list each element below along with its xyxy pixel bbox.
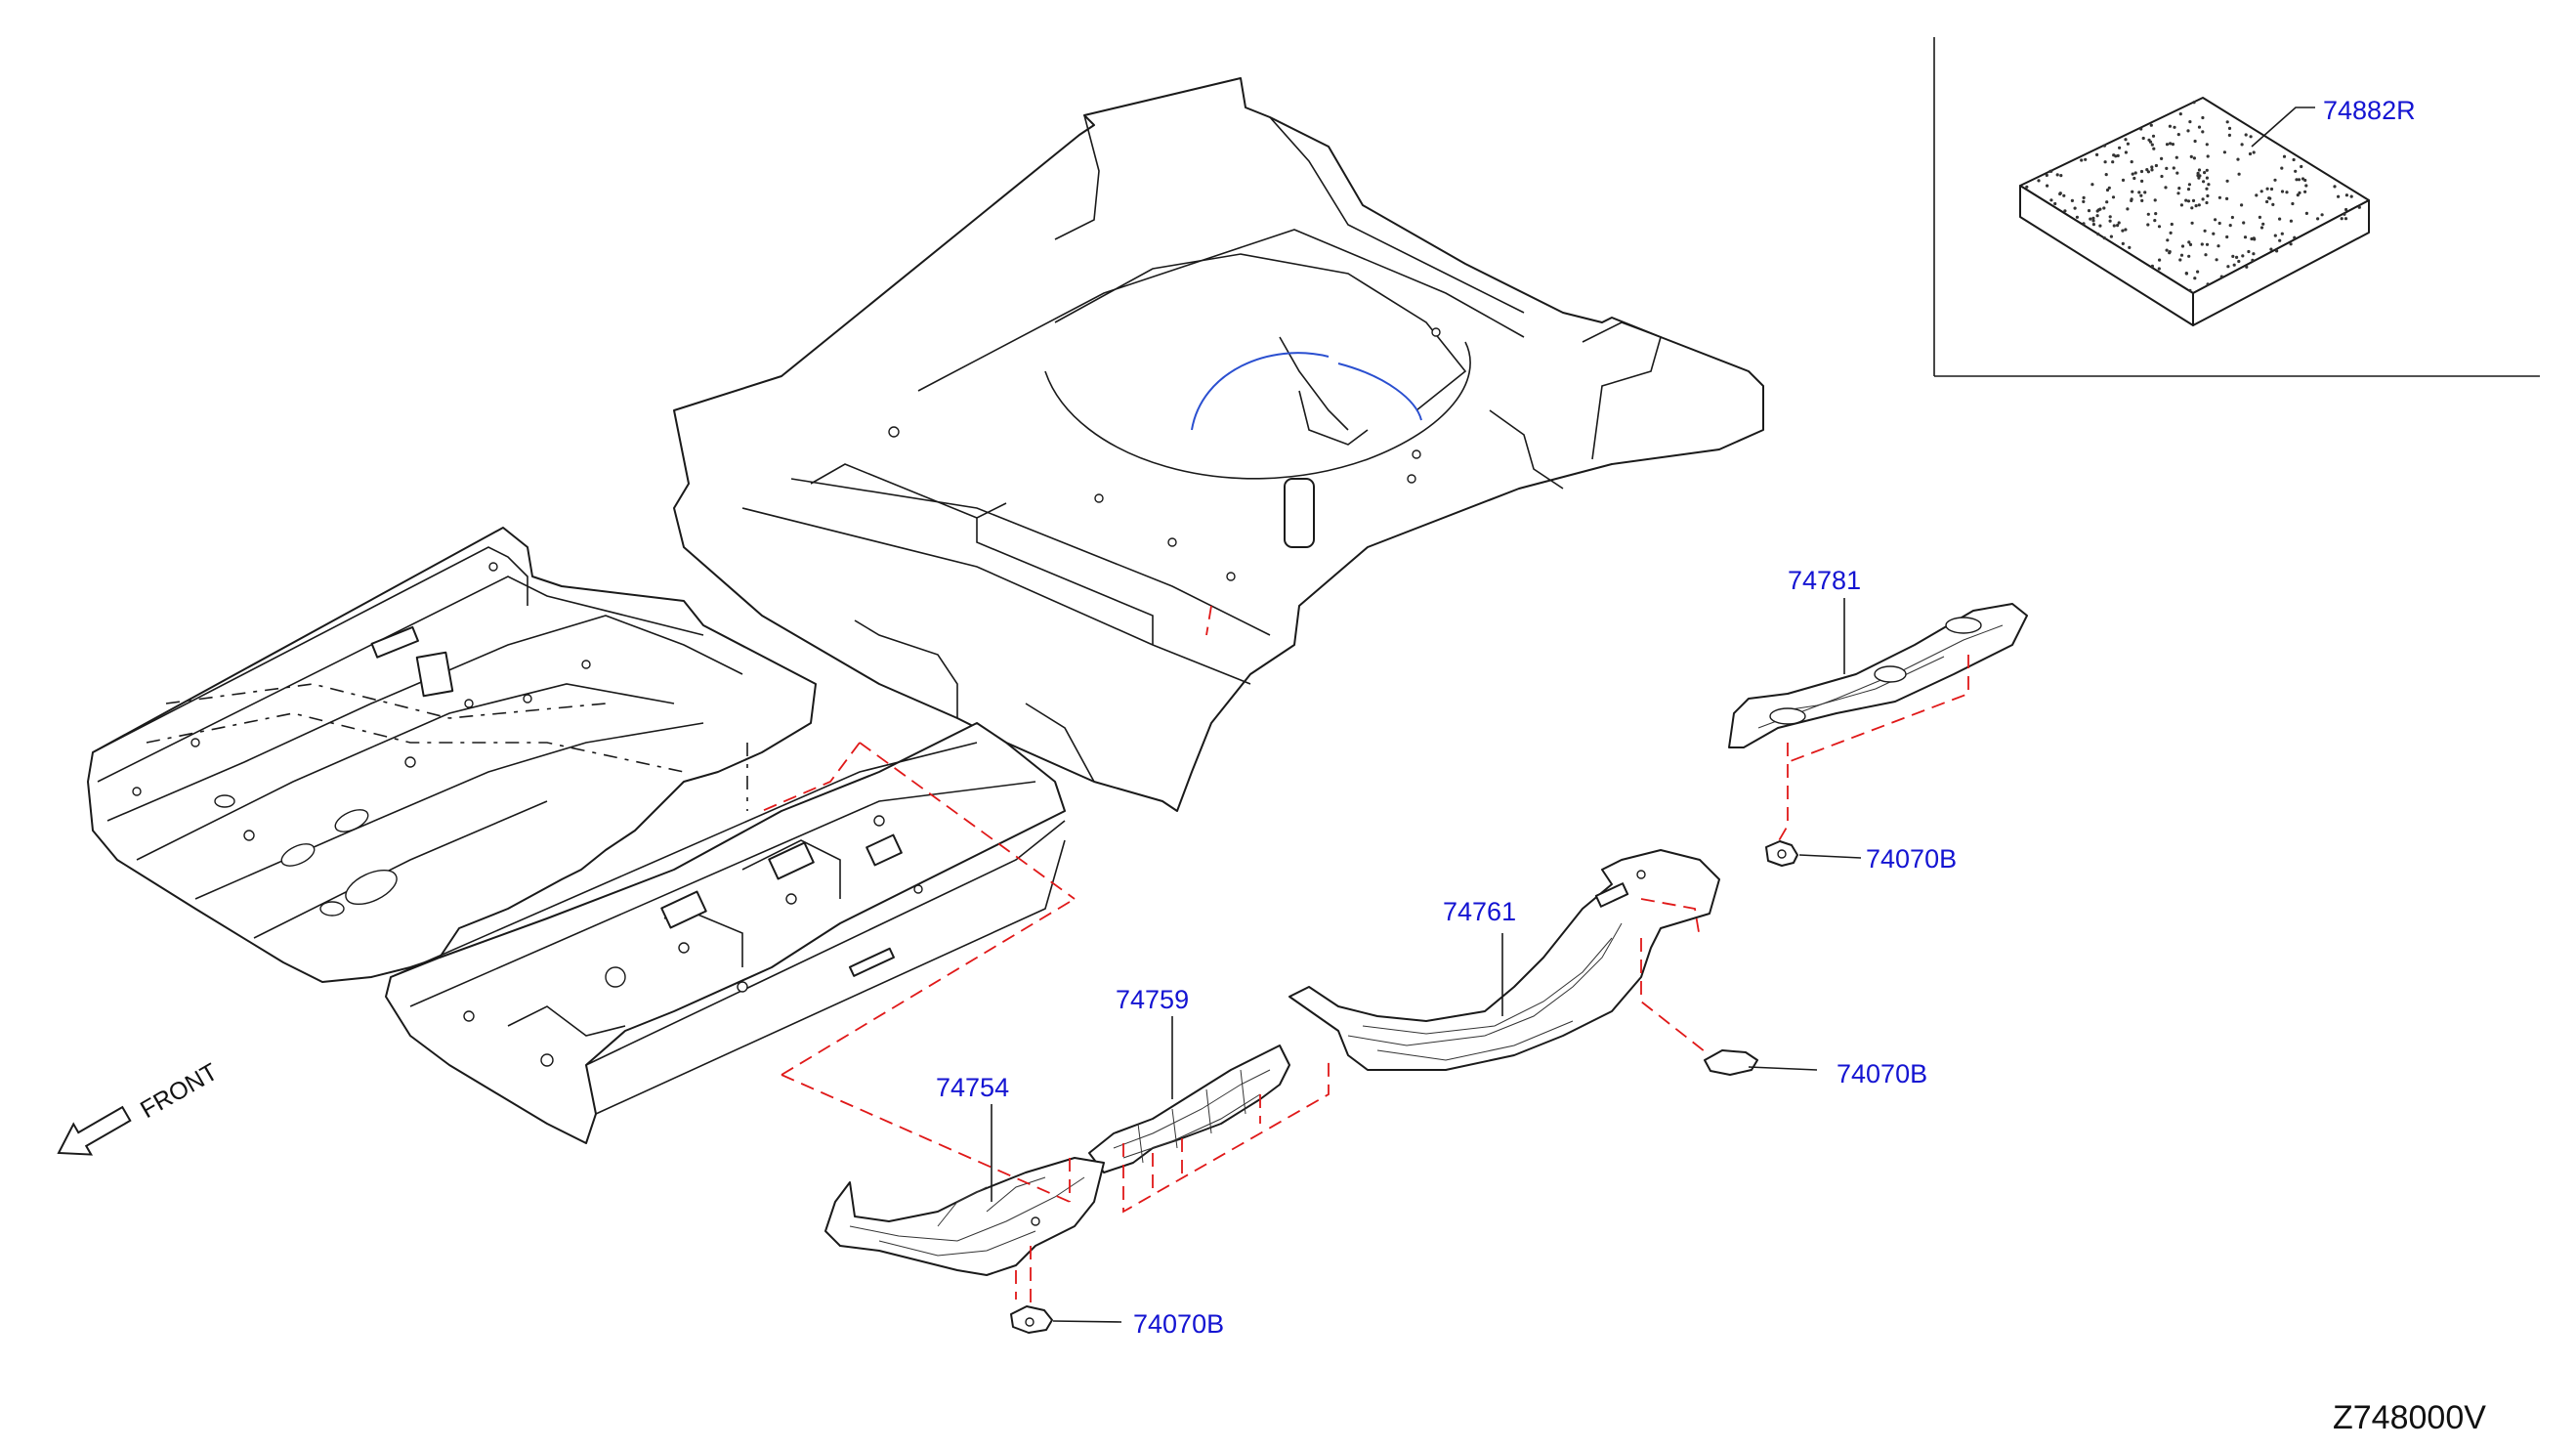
front-floor-panel	[87, 527, 817, 983]
part-label-74761[interactable]: 74761	[1443, 897, 1516, 926]
center-floor-panel	[385, 722, 1066, 1144]
heat-shield-74754[interactable]	[824, 1157, 1105, 1276]
clip-74070B-1[interactable]	[1765, 840, 1798, 867]
rear-floor-panel	[673, 77, 1764, 812]
insulator-pad-74882R[interactable]	[2019, 97, 2370, 326]
part-label-74070B-3[interactable]: 74070B	[1133, 1309, 1224, 1339]
leader-74882R	[2251, 107, 2315, 148]
part-label-74882R[interactable]: 74882R	[2323, 96, 2416, 125]
heat-shield-74781[interactable]	[1728, 603, 2028, 748]
front-arrow-icon	[57, 1105, 132, 1156]
diagram-code: Z748000V	[2333, 1399, 2486, 1436]
heat-shield-74759[interactable]	[1088, 1045, 1290, 1173]
clip-74070B-3[interactable]	[1010, 1305, 1053, 1334]
part-label-74070B-2[interactable]: 74070B	[1837, 1059, 1927, 1088]
front-label: FRONT	[136, 1058, 223, 1124]
phantom-lines	[146, 605, 1969, 1309]
part-label-74781[interactable]: 74781	[1788, 566, 1861, 595]
inset-frame	[1933, 37, 2540, 377]
heat-shield-74761[interactable]	[1288, 849, 1720, 1071]
part-label-74759[interactable]: 74759	[1116, 985, 1189, 1014]
leaders	[991, 598, 1862, 1323]
clip-74070B-2[interactable]	[1704, 1049, 1758, 1076]
part-label-74070B-1[interactable]: 74070B	[1866, 844, 1957, 874]
part-label-74754[interactable]: 74754	[936, 1073, 1009, 1102]
